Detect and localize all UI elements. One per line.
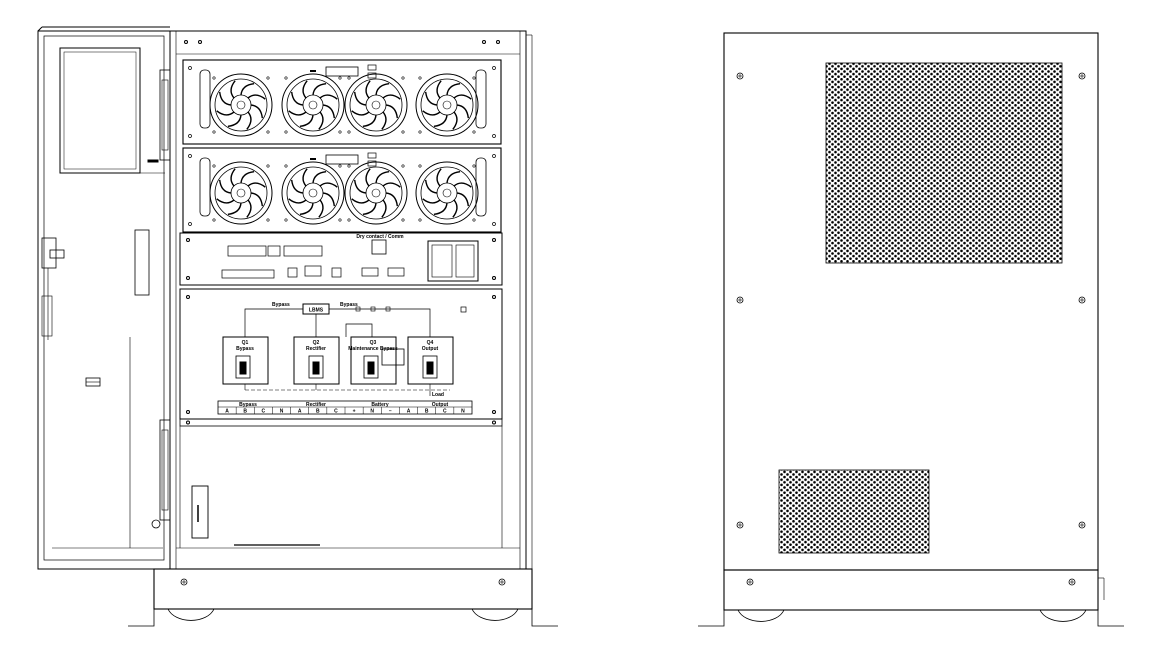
breaker-q2[interactable]: Q2 Rectifier [293, 336, 340, 385]
front-view: Dry contact / Comm LBMS Bypass Bypass [37, 26, 558, 627]
breaker-q1-sub: Bypass [236, 346, 254, 352]
breaker-q4[interactable]: Q4 Output [407, 336, 454, 385]
breaker-q3-name: Q3 [370, 340, 377, 346]
screw-icon [736, 72, 744, 80]
screw-icon [736, 296, 744, 304]
bypass-label: Bypass [272, 302, 290, 308]
open-door [37, 26, 171, 570]
load-label: Load [432, 392, 444, 398]
breaker-panel: LBMS Bypass Bypass Load Q1 Bypass [179, 288, 503, 420]
breaker-q2-sub: Rectifier [306, 346, 326, 352]
breaker-q4-name: Q4 [427, 340, 434, 346]
module-display [325, 66, 359, 77]
side-view [698, 32, 1124, 627]
fan-icon [344, 161, 408, 225]
power-module [182, 147, 502, 233]
fan-icon [415, 73, 479, 137]
lbms-label: LBMS [309, 308, 324, 314]
tb-bypass: Bypass [239, 402, 257, 408]
terminal-label: A [407, 409, 411, 415]
front-base [128, 568, 558, 627]
screw-icon [1078, 521, 1086, 529]
terminal-label: C [262, 409, 266, 415]
breaker-q1[interactable]: Q1 Bypass [222, 336, 269, 385]
comm-panel-label: Dry contact / Comm [356, 234, 404, 240]
terminal-label: N [461, 409, 465, 415]
breaker-q1-name: Q1 [242, 340, 249, 346]
fan-icon [209, 73, 273, 137]
fan-icon [281, 73, 345, 137]
module-handle[interactable] [199, 157, 211, 217]
terminal-label: B [425, 409, 429, 415]
tb-rectifier: Rectifier [306, 402, 326, 408]
tb-battery: Battery [371, 402, 388, 408]
fan-icon [209, 161, 273, 225]
terminal-label: B [243, 409, 247, 415]
terminal-block: Bypass Rectifier Battery Output A B C N A B C +… [217, 400, 473, 415]
module-handle[interactable] [475, 69, 487, 129]
lower-handle[interactable] [191, 485, 209, 539]
terminal-label: C [443, 409, 447, 415]
power-module [182, 59, 502, 145]
breaker-q3-sub: Maintenance Bypass [348, 346, 398, 352]
lower-ventilation-grille [778, 469, 930, 554]
terminal-label: − [389, 409, 392, 415]
screw-icon [1078, 296, 1086, 304]
terminal-label: C [334, 409, 338, 415]
breaker-q3[interactable]: Q3 Maintenance Bypass [348, 336, 405, 385]
tb-output: Output [432, 402, 449, 408]
terminal-label: + [353, 409, 356, 415]
fan-icon [344, 73, 408, 137]
terminal-label: A [225, 409, 229, 415]
terminal-label: B [316, 409, 320, 415]
module-display [325, 154, 359, 165]
upper-ventilation-grille [825, 62, 1063, 264]
power-modules [182, 59, 502, 233]
terminal-label: N [370, 409, 374, 415]
communication-panel: Dry contact / Comm [179, 232, 503, 286]
breaker-q4-sub: Output [422, 346, 439, 352]
module-handle[interactable] [199, 69, 211, 129]
fan-icon [281, 161, 345, 225]
lower-compartment [179, 418, 503, 548]
breaker-q2-name: Q2 [313, 340, 320, 346]
bypass-label-2: Bypass [340, 302, 358, 308]
fan-icon [415, 161, 479, 225]
module-handle[interactable] [475, 157, 487, 217]
terminal-label: A [298, 409, 302, 415]
terminal-label: N [280, 409, 284, 415]
screw-icon [1078, 72, 1086, 80]
screw-icon [736, 521, 744, 529]
